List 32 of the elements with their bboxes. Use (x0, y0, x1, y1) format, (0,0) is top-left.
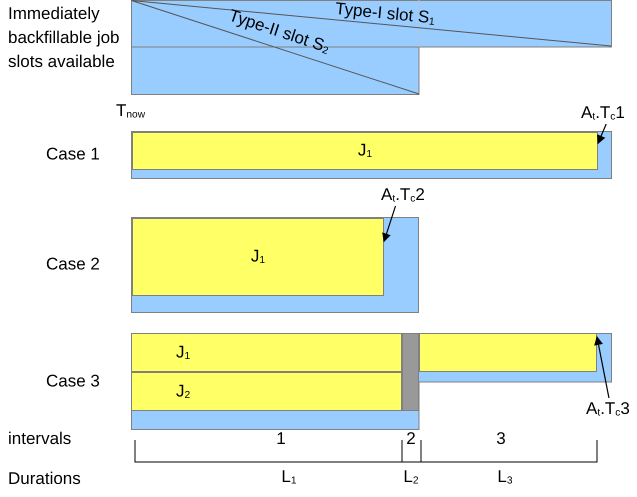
side-note: Immediately backfillable job slots available (8, 3, 121, 73)
time-label: T$_{now}$ (116, 102, 146, 121)
job-label: J$_{1}$ (176, 343, 190, 362)
duration-label: L$_{2}$ (403, 468, 419, 487)
job-block (132, 132, 598, 170)
row-label: Durations (8, 470, 81, 489)
duration-label: L$_{3}$ (497, 468, 513, 487)
job-label: J$_{1}$ (250, 248, 266, 266)
case-label: Case 3 (46, 372, 100, 391)
gap-bar (402, 333, 419, 411)
interval-number: 3 (496, 430, 506, 449)
case-label: Case 1 (46, 146, 100, 164)
arrow (597, 124, 607, 144)
completion-time-label: A$_{t}$.T$_{c}$3 (586, 398, 637, 420)
interval-number: 1 (276, 430, 286, 449)
duration-label: L$_{1}$ (281, 468, 297, 487)
arrow (594, 336, 610, 398)
job-block (131, 333, 402, 372)
completion-time-label: A$_{t}$.T$_{c}$2 (381, 184, 439, 206)
job-label: J$_{1}$ (358, 142, 372, 160)
slot-label: Type-I slot S$_{1}$ (334, 0, 436, 28)
completion-time-label: A$_{t}$.T$_{c}$1 (581, 102, 637, 124)
case-label: Case 2 (46, 256, 100, 274)
job-block (131, 372, 402, 411)
case-timeline (131, 131, 612, 179)
job-block (419, 333, 597, 372)
slot-chart (131, 0, 612, 95)
case-timeline (131, 217, 419, 313)
job-label: J$_{2}$ (176, 382, 190, 401)
interval-number: 2 (406, 430, 416, 449)
row-label: intervals (8, 430, 72, 449)
job-block (132, 218, 384, 296)
